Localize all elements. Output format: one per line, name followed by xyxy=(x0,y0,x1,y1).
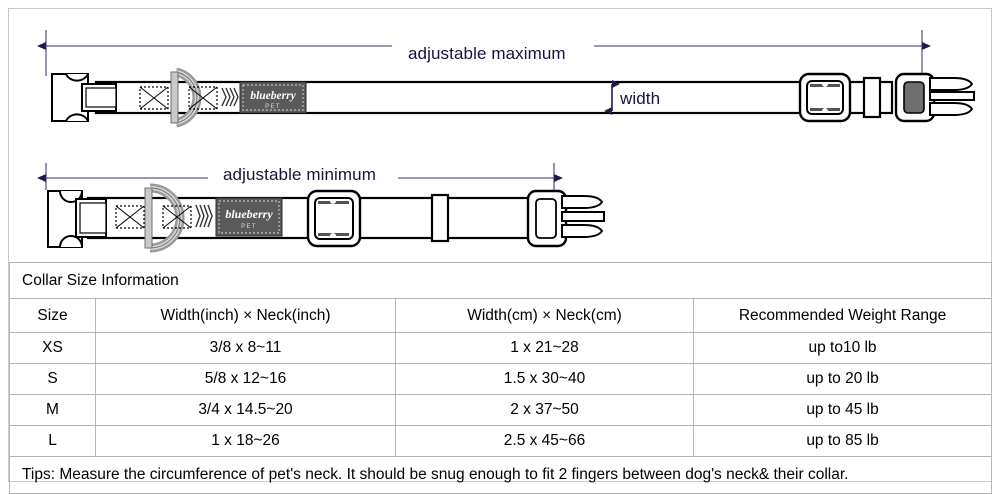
brand-tag-max: blueberry PET xyxy=(239,81,307,114)
keeper-loop-max xyxy=(862,76,882,119)
table-row: L 1 x 18~26 2.5 x 45~66 up to 85 lb xyxy=(9,425,993,457)
table-tips-row: Tips: Measure the circumference of pet's… xyxy=(8,456,993,494)
collar-diagram-svg: blueberry PET xyxy=(37,30,975,253)
cell-cm: 2 x 37~50 xyxy=(395,394,694,426)
collar-max: blueberry PET xyxy=(51,67,975,128)
collar-size-table: Collar Size Information Size Width(inch)… xyxy=(8,262,993,494)
table-header-row: Size Width(inch) × Neck(inch) Width(cm) … xyxy=(9,298,993,333)
cell-size: L xyxy=(9,425,96,457)
table-title: Collar Size Information xyxy=(8,262,993,299)
label-adjustable-maximum: adjustable maximum xyxy=(408,44,566,63)
collar-diagram-area: blueberry PET xyxy=(8,8,992,258)
cell-size: M xyxy=(9,394,96,426)
svg-text:PET: PET xyxy=(265,104,281,110)
brand-tag-min: blueberry PET xyxy=(215,197,283,237)
zigzag-stitch-max xyxy=(221,87,239,107)
cell-weight: up to 85 lb xyxy=(692,425,993,457)
table-tips: Tips: Measure the circumference of pet's… xyxy=(8,456,993,494)
cell-cm: 2.5 x 45~66 xyxy=(395,425,694,457)
male-buckle-max xyxy=(894,72,975,123)
header-cm: Width(cm) × Neck(cm) xyxy=(395,298,694,333)
d-ring-min xyxy=(144,183,185,253)
male-buckle-min xyxy=(526,189,605,248)
label-width: width xyxy=(620,89,661,108)
cell-cm: 1 x 21~28 xyxy=(395,332,694,364)
label-adjustable-minimum: adjustable minimum xyxy=(223,165,376,184)
table-row: S 5/8 x 12~16 1.5 x 30~40 up to 20 lb xyxy=(9,363,993,395)
svg-text:blueberry: blueberry xyxy=(225,207,273,221)
table-title-row: Collar Size Information xyxy=(8,262,993,299)
cell-inch: 1 x 18~26 xyxy=(95,425,396,457)
collar-min: blueberry PET xyxy=(47,183,605,253)
cell-weight: up to10 lb xyxy=(692,332,993,364)
cell-inch: 3/4 x 14.5~20 xyxy=(95,394,396,426)
cell-weight: up to 45 lb xyxy=(692,394,993,426)
strap-band-max xyxy=(94,80,894,115)
collar-size-table-wrap: Collar Size Information Size Width(inch)… xyxy=(8,262,993,494)
cell-cm: 1.5 x 30~40 xyxy=(395,363,694,395)
keeper-loop-min xyxy=(430,193,450,243)
header-weight: Recommended Weight Range xyxy=(692,298,993,333)
d-ring-max xyxy=(170,67,202,128)
table-row: M 3/4 x 14.5~20 2 x 37~50 up to 45 lb xyxy=(9,394,993,426)
cell-size: XS xyxy=(9,332,96,364)
svg-text:PET: PET xyxy=(241,224,257,230)
header-inch: Width(inch) × Neck(inch) xyxy=(95,298,396,333)
slider-adjuster-max xyxy=(798,72,852,123)
female-buckle-min xyxy=(47,190,107,248)
cell-inch: 5/8 x 12~16 xyxy=(95,363,396,395)
table-row: XS 3/8 x 8~11 1 x 21~28 up to10 lb xyxy=(9,332,993,364)
slider-adjuster-min xyxy=(306,189,362,248)
cell-inch: 3/8 x 8~11 xyxy=(95,332,396,364)
female-buckle-max xyxy=(51,73,117,122)
cell-size: S xyxy=(9,363,96,395)
svg-text:blueberry: blueberry xyxy=(250,90,296,102)
header-size: Size xyxy=(9,298,96,333)
cell-weight: up to 20 lb xyxy=(692,363,993,395)
zigzag-stitch-min xyxy=(195,204,213,228)
